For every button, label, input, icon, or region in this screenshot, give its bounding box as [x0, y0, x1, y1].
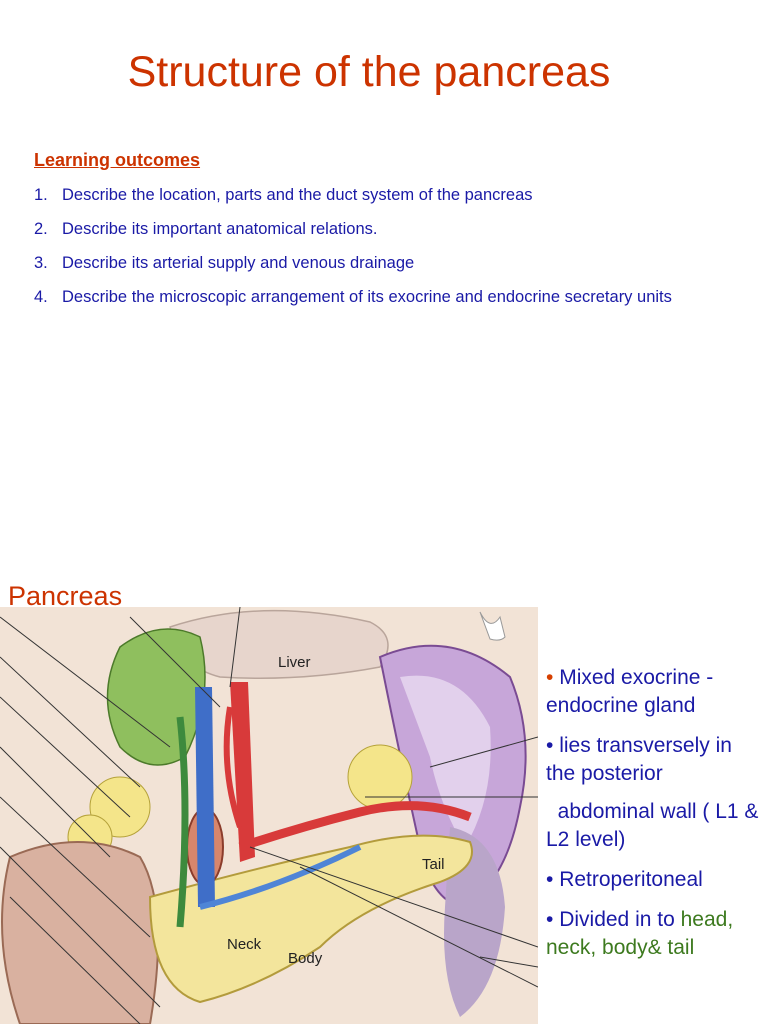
- item-number: 3.: [34, 254, 48, 272]
- anatomy-illustration: Liver Tail Neck Body: [0, 607, 538, 1024]
- learning-outcomes-list: 1. Describe the location, parts and the d…: [34, 184, 744, 309]
- bullet-marker: •: [546, 734, 554, 757]
- highlight-text: head,: [680, 908, 734, 931]
- bullet-marker: •: [546, 908, 554, 931]
- fat-lobule: [347, 744, 413, 810]
- bullet-text: abdominal wall ( L1 & L2 level): [546, 800, 759, 851]
- splenic-artery: [238, 801, 472, 852]
- list-item: 3. Describe its arterial supply and venou…: [34, 252, 744, 275]
- bullet-text: Retroperitoneal: [559, 868, 703, 891]
- tail-label: Tail: [422, 856, 445, 873]
- item-text: Describe the location, parts and the duc…: [62, 186, 533, 204]
- bullet-marker: •: [546, 868, 554, 891]
- body-label: Body: [288, 950, 323, 967]
- duodenum-shape: [1, 841, 159, 1024]
- item-number: 1.: [34, 186, 48, 204]
- aorta-shape: [230, 682, 255, 862]
- list-item: 4. Describe the microscopic arrangement o…: [34, 286, 744, 309]
- item-number: 2.: [34, 220, 48, 238]
- list-item: 2. Describe its important anatomical rela…: [34, 218, 744, 241]
- spleen-inner: [400, 675, 491, 847]
- page-title: Structure of the pancreas: [127, 48, 611, 96]
- bullet-marker: •: [546, 666, 554, 689]
- highlight-text: neck, body& tail: [546, 936, 695, 959]
- hepatic-artery: [223, 706, 243, 828]
- portal-vein: [195, 687, 215, 907]
- neck-label: Neck: [227, 936, 262, 953]
- liver-shape: [169, 609, 389, 679]
- section-title: Pancreas: [8, 581, 123, 611]
- list-item: • Mixed exocrine - endocrine gland: [546, 664, 764, 720]
- item-number: 4.: [34, 288, 48, 306]
- liver-label: Liver: [278, 654, 311, 671]
- list-item: • lies transversely in the posterior: [546, 732, 764, 788]
- item-text: Describe the microscopic arrangement of …: [62, 288, 672, 306]
- learning-outcomes-heading: Learning outcomes: [34, 150, 201, 170]
- bile-duct: [176, 716, 189, 928]
- pancreas-anatomy-figure: Liver Tail Neck Body: [0, 607, 538, 1024]
- list-item: • Divided in to head, neck, body& tail: [546, 906, 764, 962]
- list-item: abdominal wall ( L1 & L2 level): [546, 798, 764, 854]
- kidney-shape: [444, 827, 505, 1017]
- bullet-text: Mixed exocrine - endocrine gland: [546, 666, 714, 717]
- bullet-text: Divided in to: [559, 908, 675, 931]
- splenic-vein: [199, 844, 362, 910]
- pancreas-facts-list: • Mixed exocrine - endocrine gland • lie…: [546, 664, 764, 974]
- gallbladder-shape: [106, 628, 206, 766]
- list-item: 1. Describe the location, parts and the d…: [34, 184, 744, 207]
- hand-sketch: [479, 611, 506, 641]
- leader-lines: [0, 607, 538, 1024]
- list-item: • Retroperitoneal: [546, 866, 764, 894]
- item-text: Describe its arterial supply and venous …: [62, 254, 415, 272]
- bullet-text: lies transversely in the posterior: [546, 734, 732, 785]
- pancreas-shape: [148, 834, 473, 1004]
- item-text: Describe its important anatomical relati…: [62, 220, 378, 238]
